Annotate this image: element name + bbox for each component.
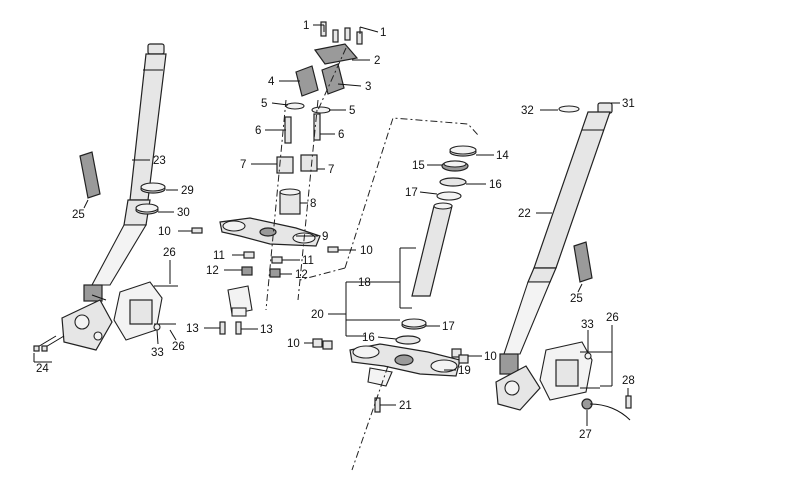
callout-27: 27 (579, 429, 592, 441)
callout-7-left: 7 (240, 159, 246, 171)
callout-6-left: 6 (255, 125, 261, 137)
callout-17-bottom: 17 (442, 321, 455, 333)
steering-cap-8 (279, 188, 301, 215)
callout-7-right: 7 (328, 164, 334, 176)
callout-26-left-top: 26 (163, 247, 176, 259)
callout-10-upper-left: 10 (158, 226, 171, 238)
callout-33-right: 33 (581, 319, 594, 331)
left-caliper-assembly (61, 281, 163, 351)
callout-25-left: 25 (72, 209, 85, 221)
callout-11-right: 11 (302, 255, 314, 267)
bearing-14 (449, 145, 477, 157)
bolts-13 (219, 321, 242, 335)
handlebar-clamp-top-2 (313, 43, 359, 65)
callout-10-lower-right: 10 (484, 351, 497, 363)
washer-33-left (153, 323, 161, 331)
callout-25-right: 25 (570, 293, 583, 305)
callout-30: 30 (177, 207, 190, 219)
fork-boot-25-left (79, 151, 101, 199)
pinch-bolts-10-lower-left (312, 338, 333, 350)
bearing-15 (441, 160, 469, 172)
top-bolts-1 (320, 21, 363, 45)
bolt-26-right (580, 351, 600, 389)
dust-seal-16-bottom (395, 335, 421, 345)
speed-sensor-27 (581, 398, 631, 421)
callout-11-left: 11 (213, 250, 225, 262)
callout-16-top: 16 (489, 179, 502, 191)
callout-15: 15 (412, 160, 425, 172)
axis-lines-upper (265, 47, 347, 311)
bearing-race-17-top (436, 191, 462, 201)
callout-23: 23 (153, 155, 166, 167)
callout-20: 20 (311, 309, 324, 321)
callout-21: 21 (399, 400, 412, 412)
callout-18: 18 (358, 277, 371, 289)
callout-10-upper-right: 10 (360, 245, 373, 257)
bolt-24 (33, 335, 65, 352)
callout-8: 8 (310, 198, 316, 210)
callout-9: 9 (322, 231, 328, 243)
ignition-switch-block (227, 285, 253, 317)
callout-5-left: 5 (261, 98, 267, 110)
callout-19: 19 (458, 365, 471, 377)
handlebar-riser-4 (295, 65, 319, 97)
right-fork-leg (499, 102, 613, 375)
fork-boot-25-right (573, 241, 593, 283)
callout-1-right: 1 (380, 27, 386, 39)
callout-1-left: 1 (303, 20, 309, 32)
callout-3: 3 (365, 81, 371, 93)
steering-stem-18 (411, 202, 453, 297)
callout-24: 24 (36, 363, 49, 375)
callout-22: 22 (518, 208, 531, 220)
washers-5 (285, 102, 331, 114)
callout-12-left: 12 (206, 265, 219, 277)
bolt-28 (625, 395, 632, 409)
seal-29 (140, 182, 166, 194)
callout-labels: 1 1 2 3 4 5 5 6 6 7 7 8 9 10 10 11 11 12… (36, 20, 635, 441)
upper-triple-clamp-9 (219, 217, 321, 247)
callout-10-lower-left: 10 (287, 338, 300, 350)
callout-16-bottom: 16 (362, 332, 375, 344)
callout-26-right: 26 (606, 312, 619, 324)
callout-33-left: 33 (151, 347, 164, 359)
steering-axis-box (299, 117, 479, 281)
handlebar-riser-3 (321, 63, 345, 95)
leader-lines (33, 24, 629, 426)
right-fork-top-ring-32 (558, 105, 580, 113)
callout-6-right: 6 (338, 129, 344, 141)
callout-14: 14 (496, 150, 509, 162)
callout-29: 29 (181, 185, 194, 197)
callout-31: 31 (622, 98, 635, 110)
washer-33-right (584, 352, 592, 360)
callout-17-top: 17 (405, 187, 418, 199)
bushings-7 (276, 154, 318, 174)
dust-seal-16-top (439, 177, 467, 187)
lower-triple-clamp-19 (349, 343, 461, 387)
pinch-bolt-10-right (327, 246, 339, 253)
callout-4: 4 (268, 76, 275, 88)
callout-13-right: 13 (260, 324, 273, 336)
right-caliper-assembly (495, 341, 593, 411)
pinch-bolts-10-lower-right (451, 348, 469, 364)
callout-5-right: 5 (349, 105, 355, 117)
seal-30 (135, 203, 159, 215)
studs-6 (284, 113, 321, 144)
callout-13-left: 13 (186, 323, 199, 335)
pinch-bolt-10-left (191, 227, 203, 234)
left-fork-leg (83, 43, 167, 302)
nuts-12 (241, 266, 281, 278)
callout-32: 32 (521, 105, 534, 117)
callout-26-left-bottom: 26 (172, 341, 185, 353)
axis-lines-lower (351, 365, 389, 471)
callout-2: 2 (374, 55, 380, 67)
nuts-11 (243, 251, 283, 264)
callout-12-right: 12 (295, 269, 308, 281)
bearing-race-17-bottom (401, 318, 427, 330)
callout-28: 28 (622, 375, 635, 387)
